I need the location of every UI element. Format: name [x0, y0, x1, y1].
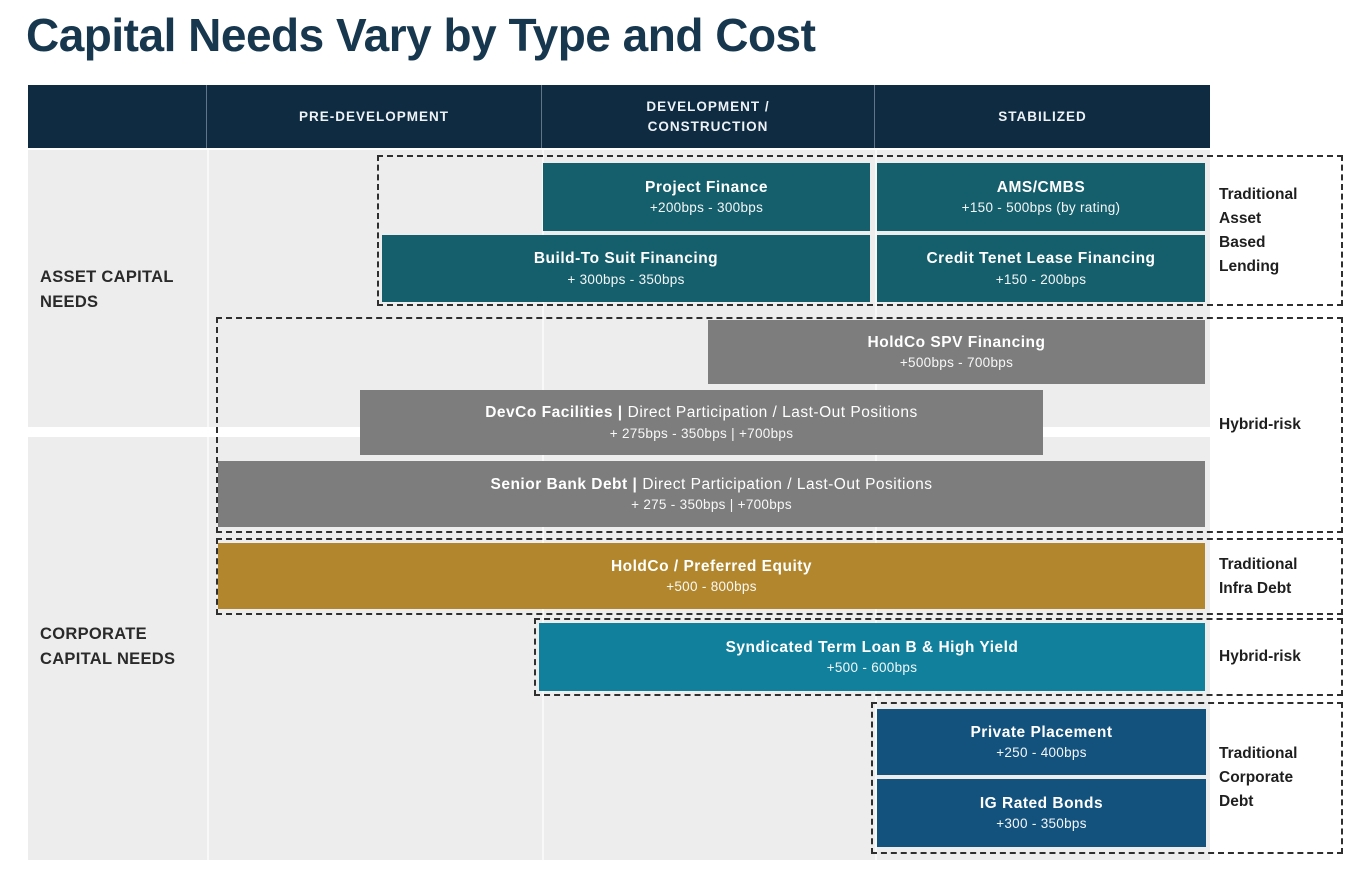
- bar-build-to-suit-financing: Build-To Suit Financing + 300bps - 350bp…: [382, 235, 870, 302]
- bar-title: HoldCo SPV Financing: [867, 333, 1046, 351]
- column-divider: [207, 150, 209, 860]
- group-label-traditional-infra-debt: Traditional Infra Debt: [1219, 555, 1298, 597]
- group-traditional-corporate-debt: Traditional Corporate Debt: [871, 702, 1343, 854]
- header-cell-blank: [28, 85, 207, 148]
- bar-title: AMS/CMBS: [996, 178, 1086, 196]
- bar-devco-facilities: DevCo Facilities |Direct Participation /…: [360, 390, 1043, 455]
- group-label-traditional-asset-based-lending: Traditional Asset Based Lending: [1219, 185, 1298, 275]
- group-label-hybrid-risk: Hybrid-risk: [1219, 415, 1301, 433]
- bar-subtitle: +500bps - 700bps: [899, 355, 1014, 371]
- bar-title: DevCo Facilities |Direct Participation /…: [485, 404, 918, 422]
- bar-title: IG Rated Bonds: [979, 794, 1104, 812]
- group-traditional-infra-debt: Traditional Infra Debt: [216, 538, 1343, 615]
- bar-title: Private Placement: [970, 723, 1113, 741]
- bar-credit-tenet-lease-financing: Credit Tenet Lease Financing +150 - 200b…: [877, 235, 1205, 302]
- bar-private-placement: Private Placement +250 - 400bps: [877, 709, 1206, 775]
- bar-subtitle: + 275 - 350bps | +700bps: [631, 497, 792, 513]
- group-hybrid-risk-asset: Hybrid-risk: [216, 317, 1343, 533]
- bar-senior-bank-debt: Senior Bank Debt |Direct Participation /…: [218, 461, 1205, 527]
- bar-title: HoldCo / Preferred Equity: [610, 557, 813, 575]
- bar-holdco-preferred-equity: HoldCo / Preferred Equity +500 - 800bps: [218, 543, 1205, 609]
- bar-title: Project Finance: [645, 178, 768, 196]
- stage-header-row: PRE-DEVELOPMENT DEVELOPMENT / CONSTRUCTI…: [28, 85, 1210, 148]
- header-cell-development-construction: DEVELOPMENT / CONSTRUCTION: [542, 85, 875, 148]
- bar-subtitle: +250 - 400bps: [996, 745, 1087, 761]
- bar-holdco-spv-financing: HoldCo SPV Financing +500bps - 700bps: [708, 320, 1205, 384]
- bar-subtitle: + 275bps - 350bps | +700bps: [609, 425, 794, 441]
- bar-subtitle: +150 - 500bps (by rating): [961, 200, 1121, 216]
- bar-subtitle: + 300bps - 350bps: [567, 271, 685, 287]
- page-title: Capital Needs Vary by Type and Cost: [26, 9, 816, 61]
- row-label-corporate-capital-needs: CORPORATE CAPITAL NEEDS: [40, 625, 176, 668]
- header-cell-pre-development: PRE-DEVELOPMENT: [207, 85, 542, 148]
- bar-subtitle: +300 - 350bps: [996, 816, 1087, 832]
- row-label-asset-capital-needs: ASSET CAPITAL NEEDS: [40, 268, 174, 311]
- bar-title: Senior Bank Debt |Direct Participation /…: [490, 475, 933, 493]
- bar-subtitle: +200bps - 300bps: [649, 200, 764, 216]
- bar-subtitle: +500 - 800bps: [666, 579, 757, 595]
- group-traditional-asset-based-lending: Traditional Asset Based Lending: [377, 155, 1343, 306]
- bar-ig-rated-bonds: IG Rated Bonds +300 - 350bps: [877, 779, 1206, 847]
- bar-syndicated-term-loan-b-high-yield: Syndicated Term Loan B & High Yield +500…: [539, 623, 1205, 691]
- bar-subtitle: +150 - 200bps: [995, 271, 1087, 287]
- group-label-traditional-corporate-debt: Traditional Corporate Debt: [1219, 744, 1298, 811]
- group-hybrid-risk-corporate: Hybrid-risk: [534, 618, 1343, 696]
- bar-project-finance: Project Finance +200bps - 300bps: [543, 163, 870, 231]
- group-label-hybrid-risk-2: Hybrid-risk: [1219, 647, 1301, 665]
- bar-title: Credit Tenet Lease Financing: [926, 250, 1156, 268]
- bar-ams-cmbs: AMS/CMBS +150 - 500bps (by rating): [877, 163, 1205, 231]
- bar-subtitle: +500 - 600bps: [826, 660, 918, 676]
- bar-title: Syndicated Term Loan B & High Yield: [725, 638, 1019, 656]
- header-cell-stabilized: STABILIZED: [998, 108, 1087, 124]
- bar-title: Build-To Suit Financing: [533, 250, 719, 268]
